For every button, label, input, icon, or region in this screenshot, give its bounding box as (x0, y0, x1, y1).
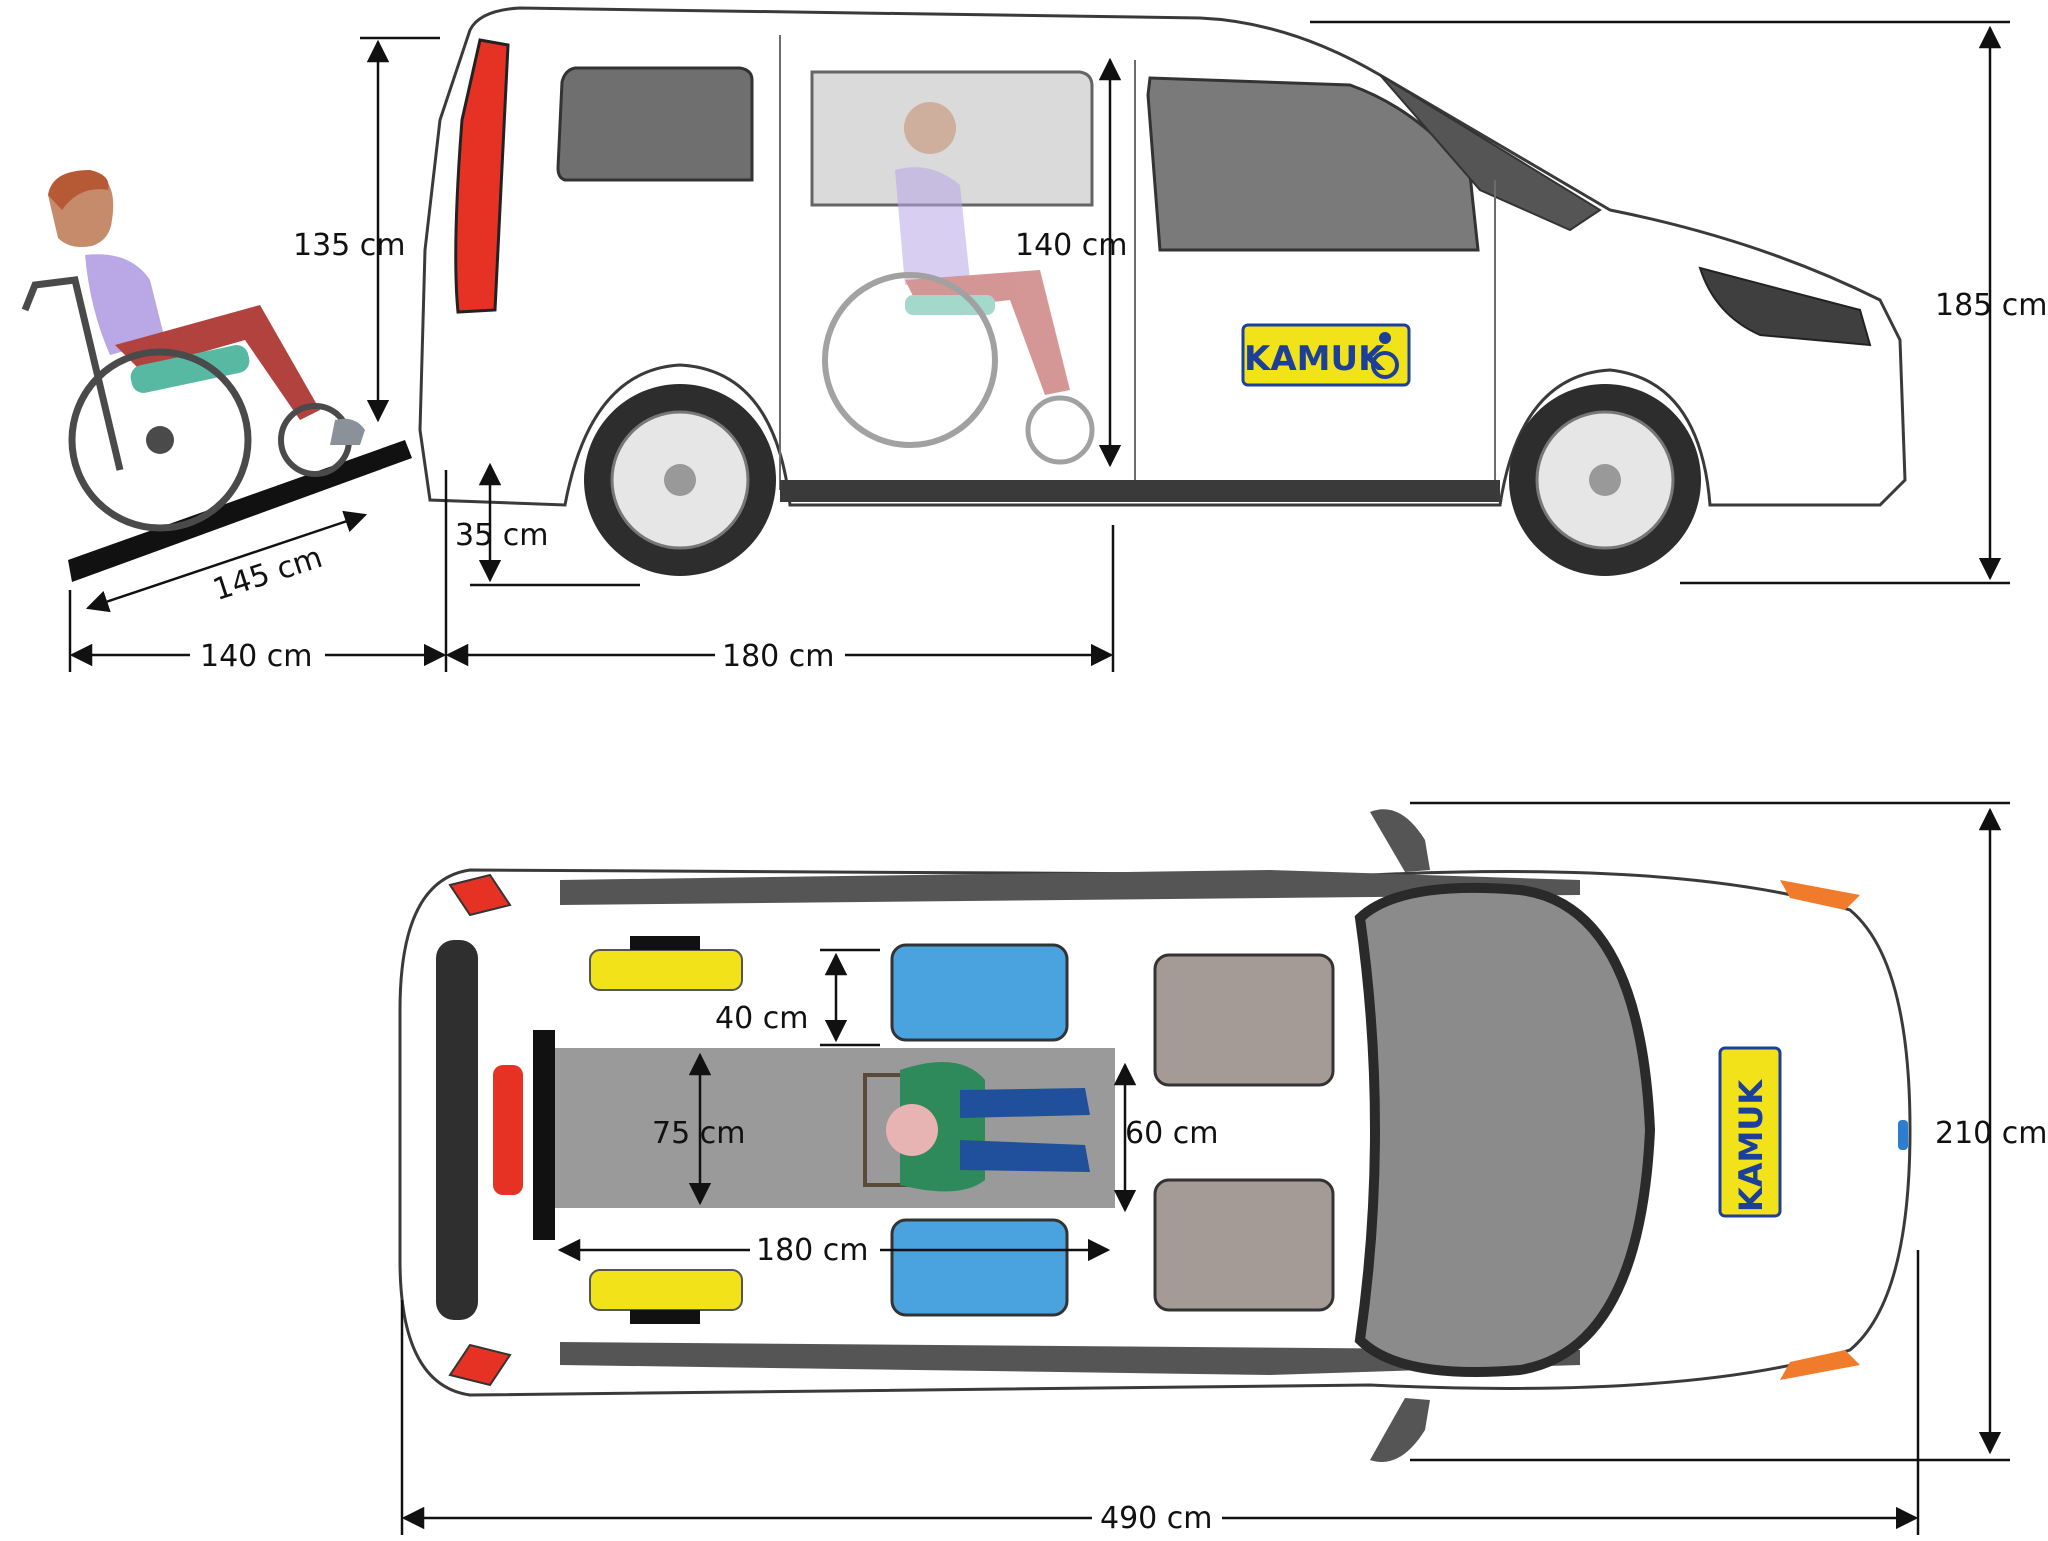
ramp-height-label: 135 cm (293, 228, 406, 263)
floor-length-label-side: 180 cm (722, 639, 835, 674)
logo-text-top: KAMUK (1732, 1079, 1770, 1212)
rear-side-window (556, 66, 754, 182)
front-emblem (1898, 1120, 1908, 1150)
roof-rail-top (560, 870, 1580, 905)
windshield-top (1354, 882, 1656, 1377)
passenger-seat (1153, 1178, 1335, 1312)
yellow-jump-seat-left (589, 949, 743, 991)
rear-wheel-side (584, 384, 776, 576)
kamuk-logo-top: KAMUK (1718, 1046, 1782, 1218)
headlight-side (1698, 266, 1872, 347)
floor-height-label: 35 cm (455, 518, 548, 553)
van-side-body (418, 6, 1907, 507)
wheelchair-symbol-icon (1371, 332, 1399, 379)
rear-window-top (436, 940, 478, 1320)
kamuk-logo-side: KAMUK (1241, 323, 1411, 387)
side-skirt (780, 480, 1500, 502)
tail-light-top-right (448, 1343, 512, 1387)
ramp-length-dimension (85, 510, 368, 613)
blue-seat-right (890, 1218, 1069, 1317)
indicator-front-left (1780, 880, 1860, 910)
ramp-footprint-label: 140 cm (200, 639, 313, 674)
mirror-left-top (1370, 809, 1430, 872)
mirror-right-top (1370, 1398, 1430, 1462)
yellow-seat-mount-right (630, 1310, 700, 1324)
yellow-jump-seat-right (589, 1269, 743, 1311)
floor-length-label-top: 180 cm (756, 1233, 869, 1268)
folded-ramp-top (533, 1030, 555, 1240)
front-wheel-side (1509, 384, 1701, 576)
tail-light-top-left (448, 873, 512, 917)
logo-text-side: KAMUK (1244, 339, 1386, 379)
door-width-label: 60 cm (1125, 1116, 1218, 1151)
wheelchair-user-top (863, 1062, 1090, 1192)
roof-rail-bottom (560, 1342, 1580, 1375)
vehicle-width-label: 210 cm (1935, 1116, 2048, 1151)
side-view: KAMUK (21, 6, 2048, 674)
yellow-seat-mount-left (630, 936, 700, 950)
wheelchair-floor-area (555, 1048, 1115, 1208)
top-view: KAMUK 40 cm 75 cm 60 cm 180 cm 210 cm 49… (398, 801, 2048, 1536)
tail-light-side (454, 38, 510, 314)
blue-seat-left (890, 943, 1069, 1042)
windshield (1379, 74, 1602, 232)
indicator-front-right (1780, 1350, 1860, 1380)
floor-width-label: 75 cm (652, 1116, 745, 1151)
center-brake-light (493, 1065, 523, 1195)
seat-gap-label: 40 cm (715, 1001, 808, 1036)
ramp-length-label: 145 cm (209, 540, 327, 608)
wheelchair-user-on-ramp (21, 170, 365, 532)
door-height-label: 140 cm (1015, 228, 1128, 263)
vehicle-height-label: 185 cm (1935, 288, 2048, 323)
seated-passenger-inside (822, 102, 1095, 465)
vehicle-length-label: 490 cm (1100, 1501, 1213, 1536)
driver-seat (1153, 953, 1335, 1087)
